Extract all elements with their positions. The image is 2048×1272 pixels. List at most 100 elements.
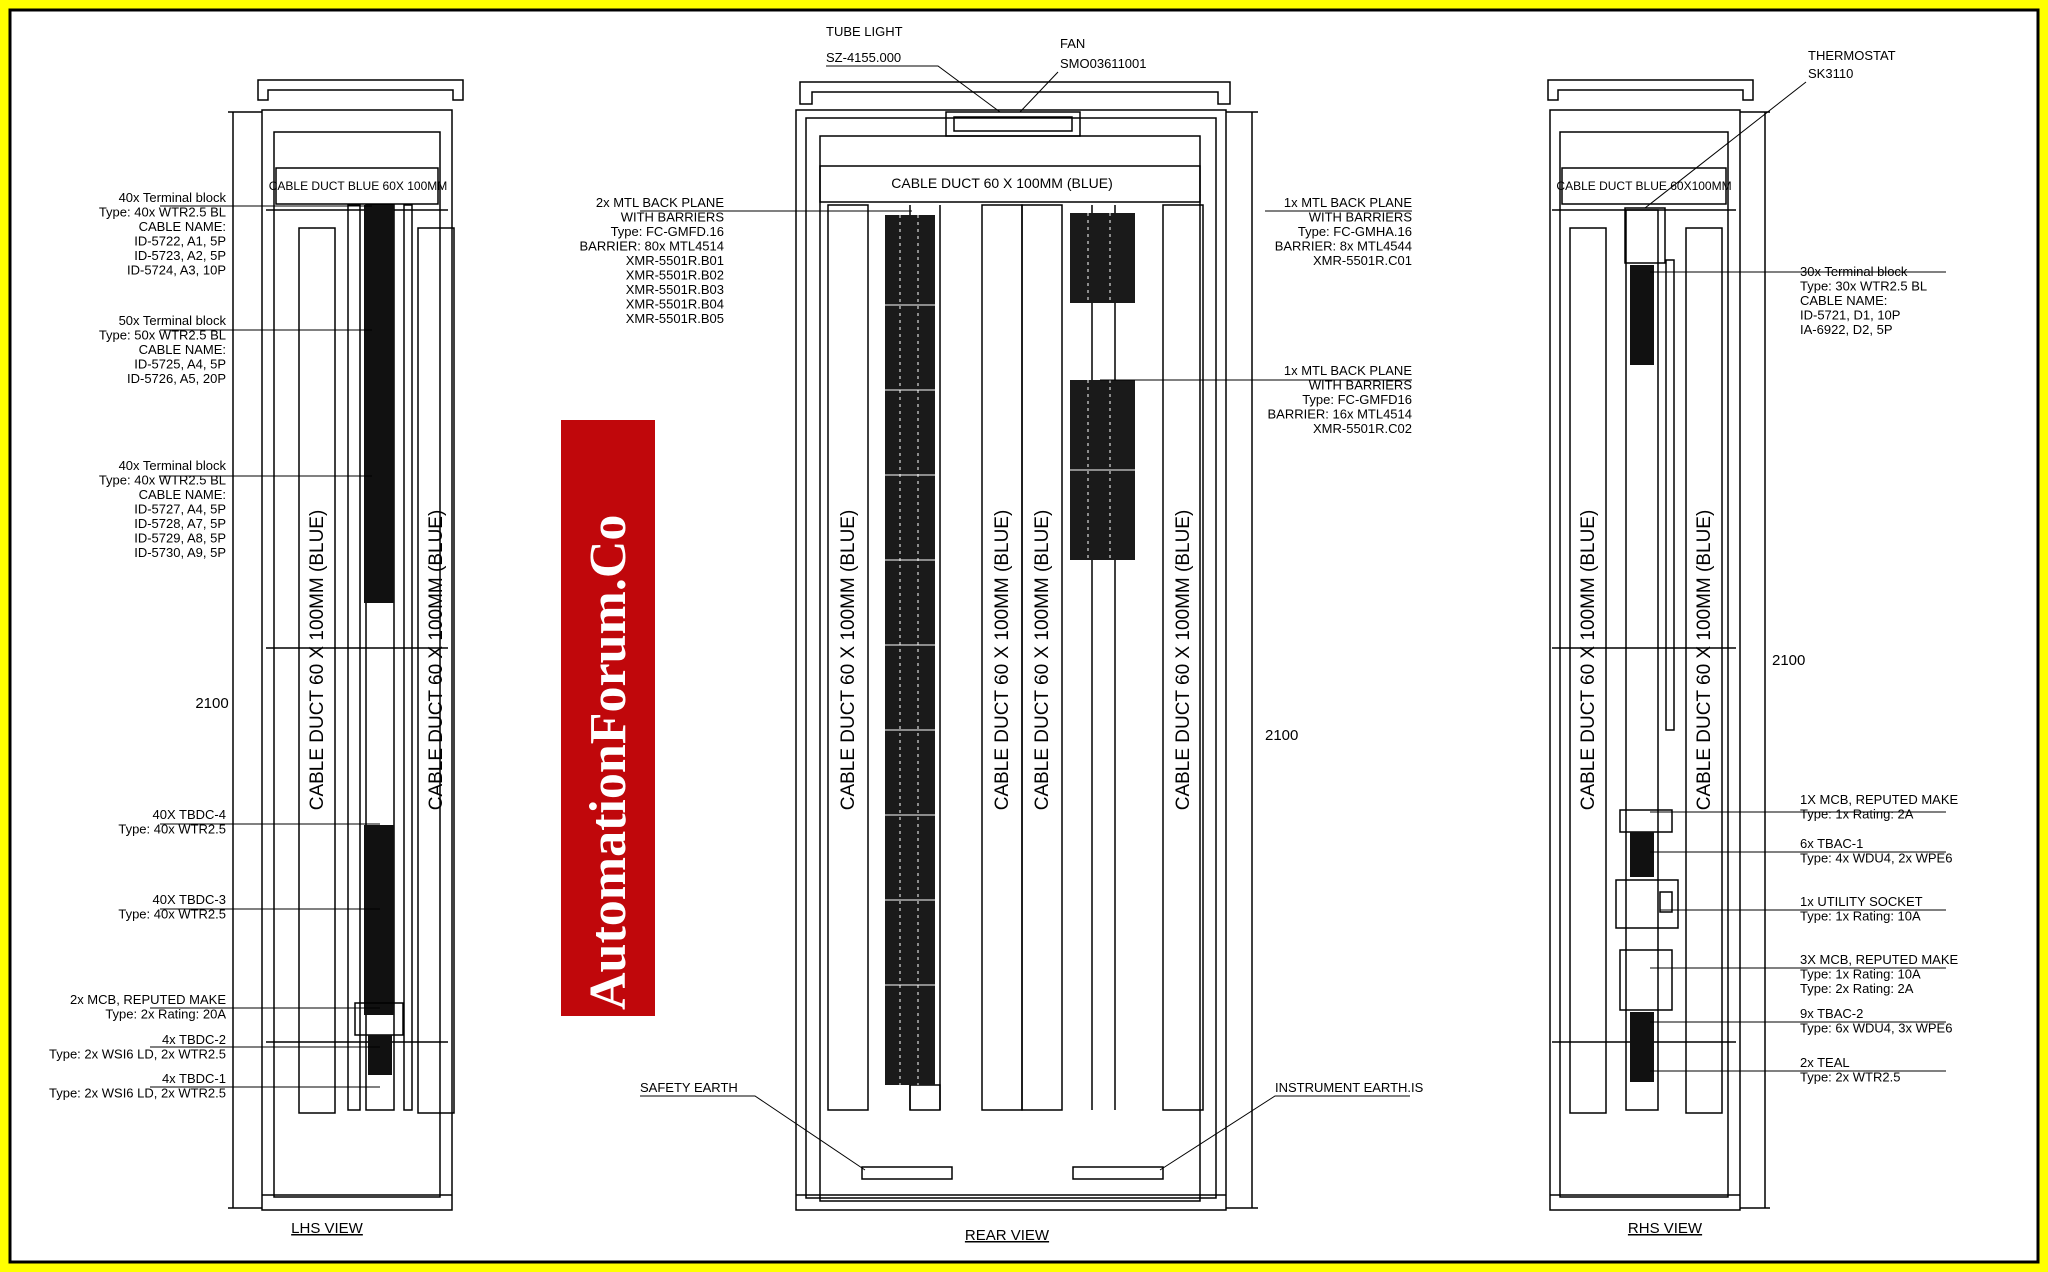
rear-callout-1-line-4: BARRIER: 80x MTL4514 [579,239,724,254]
rhs-callout-3-line-1: 6x TBAC-1 [1800,836,1863,851]
lhs-callout-5-line-1: 40X TBDC-3 [153,892,226,907]
rear-callout-2-line-3: Type: FC-GMHA.16 [1298,224,1412,239]
lhs-callout-2-line-4: ID-5725, A4, 5P [134,357,226,372]
rhs-header-duct [1561,167,1727,205]
rear-callout-2-line-5: XMR-5501R.C01 [1313,253,1412,268]
lhs-callout-6-line-2: Type: 2x Rating: 20A [105,1007,226,1022]
rhs-callout-7-line-1: 2x TEAL [1800,1055,1850,1070]
fan-label: FAN [1060,36,1085,51]
lhs-inner-frame [273,131,441,1198]
lhs-callout-3-line-6: ID-5729, A8, 5P [134,531,226,546]
utility-socket [1615,879,1679,929]
rear-callout-3-line-3: Type: FC-GMFD16 [1302,392,1412,407]
lhs-callout-3-line-5: ID-5728, A7, 5P [134,516,226,531]
lhs-callout-2-line-2: Type: 50x WTR2.5 BL [99,328,226,343]
rear-callout-2-line-2: WITH BARRIERS [1309,210,1413,225]
rhs-inner-frame [1559,131,1729,1198]
rear-duct-4 [1162,204,1204,1111]
lhs-callout-7-line-2: Type: 2x WSI6 LD, 2x WTR2.5 [49,1047,226,1062]
safety-earth-label: SAFETY EARTH [640,1080,738,1095]
rhs-roof [1547,79,1754,101]
rhs-callout-6-line-2: Type: 6x WDU4, 3x WPE6 [1800,1021,1952,1036]
rear-dimension-value: 2100 [1265,727,1298,744]
rhs-dimension-value: 2100 [1772,652,1805,669]
rear-header-duct-label: CABLE DUCT 60 X 100MM (BLUE) [891,175,1112,191]
lhs-dimension-value: 2100 [195,695,228,712]
lhs-callout-1-line-3: CABLE NAME: [139,219,226,234]
rhs-vertical-duct-label-right: CABLE DUCT 60 X 100MM (BLUE) [1694,510,1715,811]
thermostat-code: SK3110 [1808,66,1853,81]
instrument-earth-bar [1072,1166,1164,1180]
lhs-callout-8-line-1: 4x TBDC-1 [162,1071,226,1086]
lhs-vertical-duct-label-left: CABLE DUCT 60 X 100MM (BLUE) [307,510,328,811]
lhs-duct-left [298,227,336,1114]
rear-callout-3-line-4: BARRIER: 16x MTL4514 [1267,407,1412,422]
lhs-callout-2-line-1: 50x Terminal block [119,313,227,328]
rhs-callout-5-line-2: Type: 1x Rating: 10A [1800,967,1921,982]
rhs-callout-4-line-1: 1x UTILITY SOCKET [1800,894,1923,909]
rear-duct-label-3: CABLE DUCT 60 X 100MM (BLUE) [1032,510,1053,811]
rhs-callout-3-line-2: Type: 4x WDU4, 2x WPE6 [1800,851,1952,866]
lhs-duct-right [417,227,455,1114]
rhs-mcb-3 [1619,949,1673,1011]
rhs-terminal-strip [1630,265,1654,365]
lhs-tbdc-blocks [368,1035,392,1075]
rear-inner-frame [805,117,1217,1199]
lhs-callout-3-line-2: Type: 40x WTR2.5 BL [99,473,226,488]
watermark-text: AutomationForum.Co [580,515,637,1010]
lhs-callout-2-line-3: CABLE NAME: [139,342,226,357]
rear-callout-1-line-2: WITH BARRIERS [621,210,725,225]
rear-callout-1-line-1: 2x MTL BACK PLANE [596,195,724,210]
backplane-b-series [885,215,935,1085]
lhs-callout-1-line-4: ID-5722, A1, 5P [134,234,226,249]
lhs-callout-3-line-4: ID-5727, A4, 5P [134,502,226,517]
rear-duct-label-2: CABLE DUCT 60 X 100MM (BLUE) [992,510,1013,811]
rear-roof [799,81,1231,105]
rear-callout-2-line-1: 1x MTL BACK PLANE [1284,195,1412,210]
lhs-callout-3-line-1: 40x Terminal block [119,458,227,473]
lhs-callout-1-line-5: ID-5723, A2, 5P [134,248,226,263]
rhs-callout-6-line-1: 9x TBAC-2 [1800,1006,1863,1021]
lhs-callout-3-line-3: CABLE NAME: [139,487,226,502]
rear-callout-1-line-6: XMR-5501R.B02 [626,268,724,283]
rear-view-title: REAR VIEW [965,1227,1050,1244]
rear-duct-label-1: CABLE DUCT 60 X 100MM (BLUE) [838,510,859,811]
lhs-callout-3-line-7: ID-5730, A9, 5P [134,545,226,560]
fan-code: SMO03611001 [1060,56,1147,71]
lhs-header-duct-label: CABLE DUCT BLUE 60X 100MM [269,179,448,193]
rear-callout-1-line-5: XMR-5501R.B01 [626,253,724,268]
tube-light-label: TUBE LIGHT [826,24,903,39]
rhs-tbac-2 [1630,1012,1654,1082]
lhs-view-title: LHS VIEW [291,1220,364,1237]
tube-light-code: SZ-4155.000 [826,50,901,65]
rhs-callout-5-line-3: Type: 2x Rating: 2A [1800,981,1914,996]
rhs-duct-left [1569,227,1607,1114]
rhs-vertical-duct-label-left: CABLE DUCT 60 X 100MM (BLUE) [1578,510,1599,811]
rhs-tbac-1 [1630,832,1654,877]
rear-cabinet-outline [795,109,1227,1211]
fan-unit [945,111,1081,137]
rear-callout-1-line-3: Type: FC-GMFD.16 [611,224,724,239]
rhs-callout-1-line-2: Type: 30x WTR2.5 BL [1800,279,1927,294]
rhs-callout-2-line-2: Type: 1x Rating: 2A [1800,807,1914,822]
rear-header-duct [819,165,1201,203]
rear-callout-1-line-7: XMR-5501R.B03 [626,282,724,297]
instrument-earth-label: INSTRUMENT EARTH.IS [1275,1080,1424,1095]
lhs-callout-8-line-2: Type: 2x WSI6 LD, 2x WTR2.5 [49,1086,226,1101]
rhs-callout-1-line-3: CABLE NAME: [1800,293,1887,308]
